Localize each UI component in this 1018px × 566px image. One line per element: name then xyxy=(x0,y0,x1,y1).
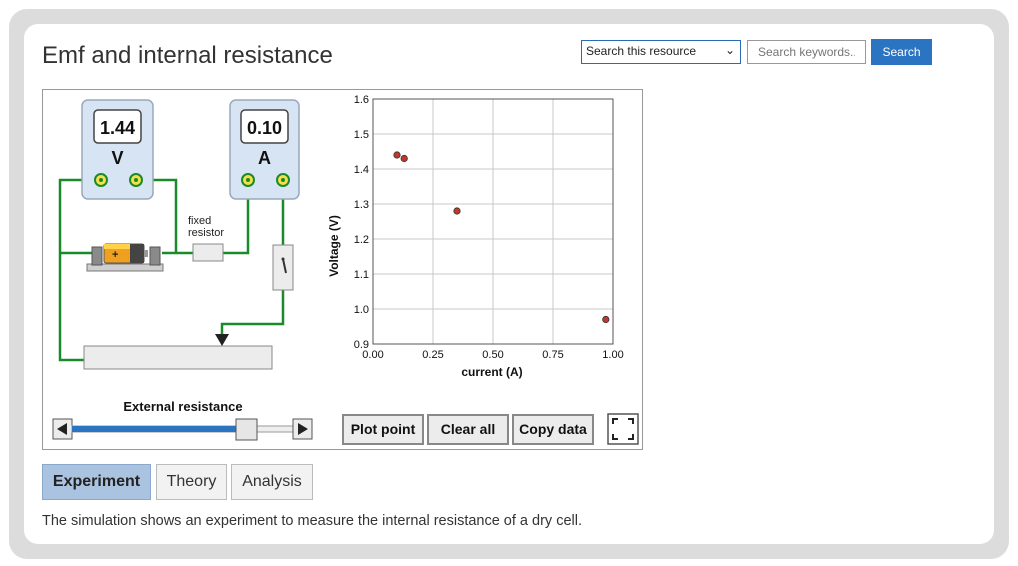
search-scope-select[interactable]: Search this resource ⌄ xyxy=(581,40,741,64)
chevron-down-icon: ⌄ xyxy=(724,43,735,57)
search-input[interactable] xyxy=(747,40,866,64)
search-scope-value: Search this resource xyxy=(586,44,697,58)
tab-theory[interactable]: Theory xyxy=(156,464,227,500)
description-text: The simulation shows an experiment to me… xyxy=(42,513,582,529)
tab-experiment[interactable]: Experiment xyxy=(42,464,151,500)
plot-point-button[interactable]: Plot point xyxy=(342,414,424,445)
simulation-panel xyxy=(42,89,643,450)
tab-analysis[interactable]: Analysis xyxy=(231,464,313,500)
search-button[interactable]: Search xyxy=(871,39,932,65)
copy-data-button[interactable]: Copy data xyxy=(512,414,594,445)
page-title: Emf and internal resistance xyxy=(42,42,333,69)
clear-all-button[interactable]: Clear all xyxy=(427,414,509,445)
